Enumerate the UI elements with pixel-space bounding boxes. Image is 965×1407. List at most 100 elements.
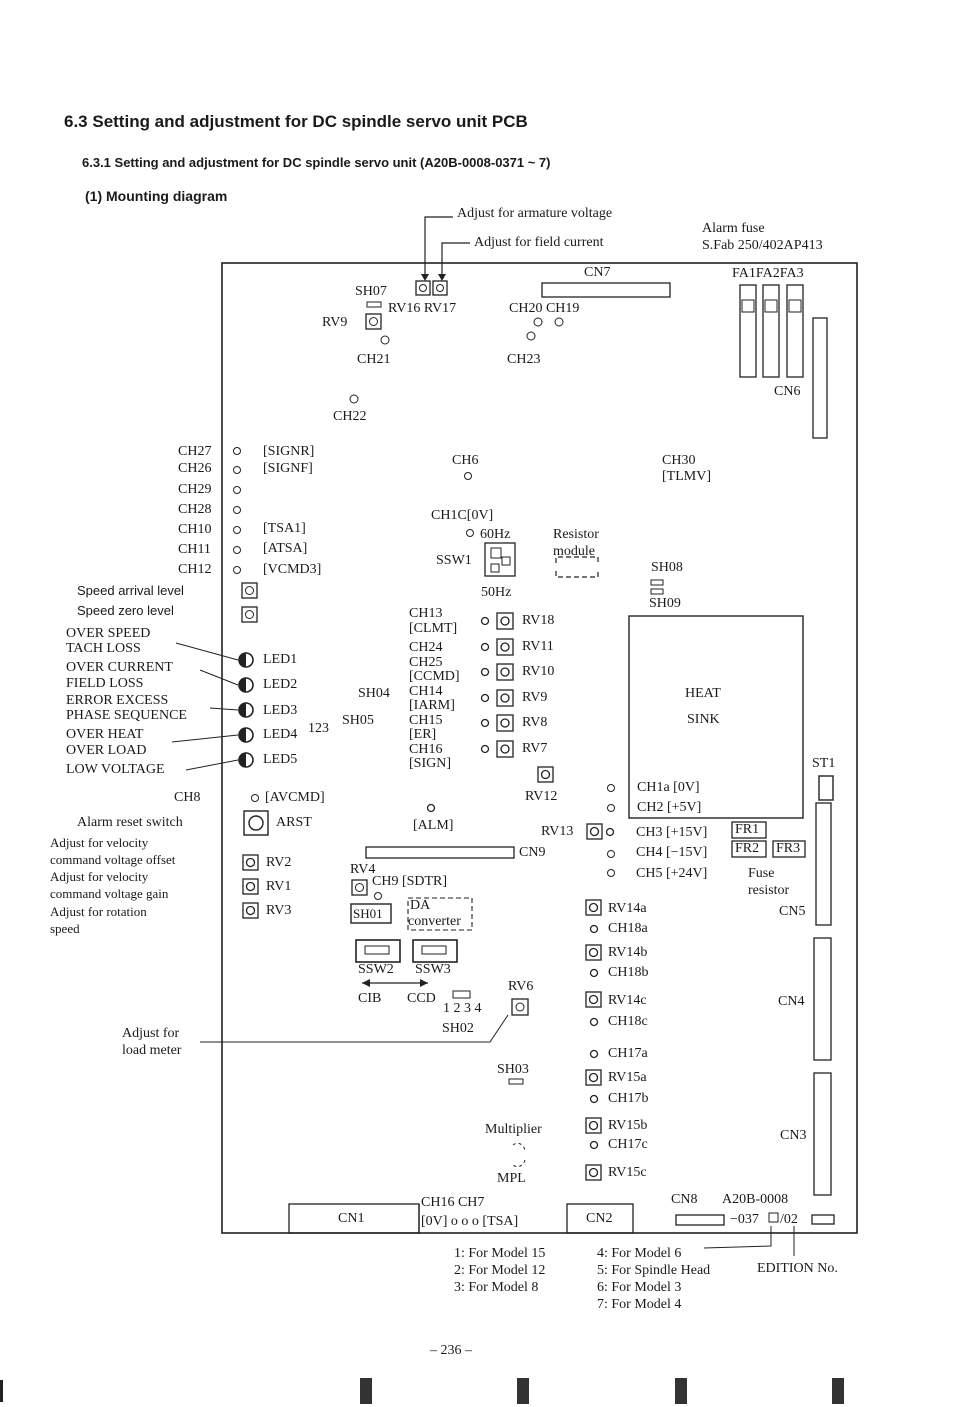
iarm-label: [IARM]: [409, 698, 455, 713]
alm-label: [ALM]: [413, 818, 454, 833]
ch26-label: CH26: [178, 461, 212, 476]
st1-label: ST1: [812, 756, 836, 771]
model-1: 1: For Model 15: [454, 1246, 546, 1261]
cn2-connector: [566, 1203, 634, 1234]
sh08-label: SH08: [651, 560, 683, 575]
field-loss-label: FIELD LOSS: [66, 676, 144, 691]
cn6-label: CN6: [774, 384, 801, 399]
ch27-label: CH27: [178, 444, 212, 459]
fuse-fa1: [739, 284, 757, 378]
resistor-label-1: Resistor: [553, 527, 599, 542]
numbers-1234-label: 1 2 3 4: [443, 1001, 482, 1016]
cn4-label: CN4: [778, 994, 805, 1009]
model-4: 4: For Model 6: [597, 1246, 682, 1261]
rv15c-label: RV15c: [608, 1165, 647, 1180]
ch1a-label: CH1a [0V]: [637, 780, 700, 795]
adjust-offset-1: Adjust for velocity: [50, 835, 149, 850]
ch28-label: CH28: [178, 502, 212, 517]
alarm-reset-label: Alarm reset switch: [77, 815, 183, 830]
ch16-center-label: CH16: [409, 742, 443, 757]
sh09-label: SH09: [649, 596, 681, 611]
cn7-connector: [541, 282, 671, 298]
edition-suffix-label: /02: [780, 1212, 798, 1227]
cn3-label: CN3: [780, 1128, 807, 1143]
sh01-jumper: [350, 903, 392, 924]
ch17b-label: CH17b: [608, 1091, 649, 1106]
ch5-label: CH5 [+24V]: [636, 866, 708, 881]
led1-label: LED1: [263, 652, 298, 667]
sign-label: [SIGN]: [409, 756, 451, 771]
sh01-label: SH01: [353, 906, 383, 921]
ch17a-label: CH17a: [608, 1046, 648, 1061]
hz60-label: 60Hz: [480, 527, 511, 542]
ccmd-label: [CCMD]: [409, 669, 460, 684]
rv10-label: RV10: [522, 664, 555, 679]
adjust-rotation-1: Adjust for rotation: [50, 904, 147, 919]
adjust-gain-2: command voltage gain: [50, 886, 169, 901]
heat-sink: [628, 615, 804, 819]
rv6-label: RV6: [508, 979, 534, 994]
rv4-label: RV4: [350, 862, 376, 877]
cn5-label: CN5: [779, 904, 806, 919]
armature-callout-line: [424, 216, 453, 278]
resistor-label-2: module: [553, 544, 595, 559]
speed-arrival-label: Speed arrival level: [77, 583, 184, 598]
cn5-connector: [815, 802, 832, 926]
item-heading: (1) Mounting diagram: [85, 188, 228, 204]
ch4-label: CH4 [−15V]: [636, 845, 708, 860]
field-callout: Adjust for field current: [474, 235, 604, 250]
er-label: [ER]: [409, 727, 437, 742]
ch9-label: CH9 [SDTR]: [372, 874, 448, 889]
st1-terminal: [818, 775, 834, 801]
sh03-label: SH03: [497, 1062, 529, 1077]
heat-sink-label-1: HEAT: [685, 686, 721, 701]
ch13-label: CH13: [409, 606, 443, 621]
rv9-pot: [365, 313, 382, 330]
ch8-label: CH8: [174, 790, 201, 805]
ssw2-switch: [355, 939, 401, 963]
fr3-label: FR3: [776, 841, 801, 856]
ch20-ch19-label: CH20 CH19: [509, 301, 580, 316]
page-number: – 236 –: [430, 1343, 472, 1358]
rv15b-label: RV15b: [608, 1118, 648, 1133]
ch29-label: CH29: [178, 482, 212, 497]
ch16-ch7-label: CH16 CH7: [421, 1195, 485, 1210]
ch25-label: CH25: [409, 655, 443, 670]
heat-sink-label-2: SINK: [687, 712, 720, 727]
phase-sequence-label: PHASE SEQUENCE: [66, 708, 187, 723]
ch1c-label: CH1C[0V]: [431, 508, 494, 523]
sh04-label: SH04: [358, 686, 390, 701]
cn7-label: CN7: [584, 265, 611, 280]
avcmd-label: [AVCMD]: [265, 790, 325, 805]
tlmv-label: [TLMV]: [662, 469, 711, 484]
fuse-fa2: [762, 284, 780, 378]
fr2-label: FR2: [735, 841, 760, 856]
led3-label: LED3: [263, 703, 298, 718]
ch11-label: CH11: [178, 542, 211, 557]
armature-callout: Adjust for armature voltage: [457, 206, 613, 221]
ch21-label: CH21: [357, 352, 391, 367]
sh07-label: SH07: [355, 284, 387, 299]
ch18a-label: CH18a: [608, 921, 648, 936]
led5-label: LED5: [263, 752, 298, 767]
fr1-label: FR1: [735, 822, 760, 837]
rv11-label: RV11: [522, 639, 554, 654]
fuse-labels: FA1FA2FA3: [732, 266, 804, 281]
cn2-label: CN2: [586, 1211, 613, 1226]
subsection-heading: 6.3.1 Setting and adjustment for DC spin…: [82, 155, 551, 170]
da-label-1: DA: [410, 898, 431, 913]
rv9-center-label: RV9: [522, 690, 548, 705]
edition-label: EDITION No.: [757, 1261, 838, 1276]
rv2-label: RV2: [266, 855, 292, 870]
adjust-rotation-2: speed: [50, 921, 80, 936]
rv13-label: RV13: [541, 824, 574, 839]
signr-label: [SIGNR]: [263, 444, 315, 459]
pcb-board-outline: [221, 262, 858, 1234]
over-heat-label: OVER HEAT: [66, 727, 144, 742]
cib-label: CIB: [358, 991, 382, 1006]
ov-tsa-label: [0V] o o o [TSA]: [421, 1214, 519, 1229]
load-meter-label-2: load meter: [122, 1043, 182, 1058]
rv14c-label: RV14c: [608, 993, 647, 1008]
section-heading: 6.3 Setting and adjustment for DC spindl…: [64, 112, 528, 131]
